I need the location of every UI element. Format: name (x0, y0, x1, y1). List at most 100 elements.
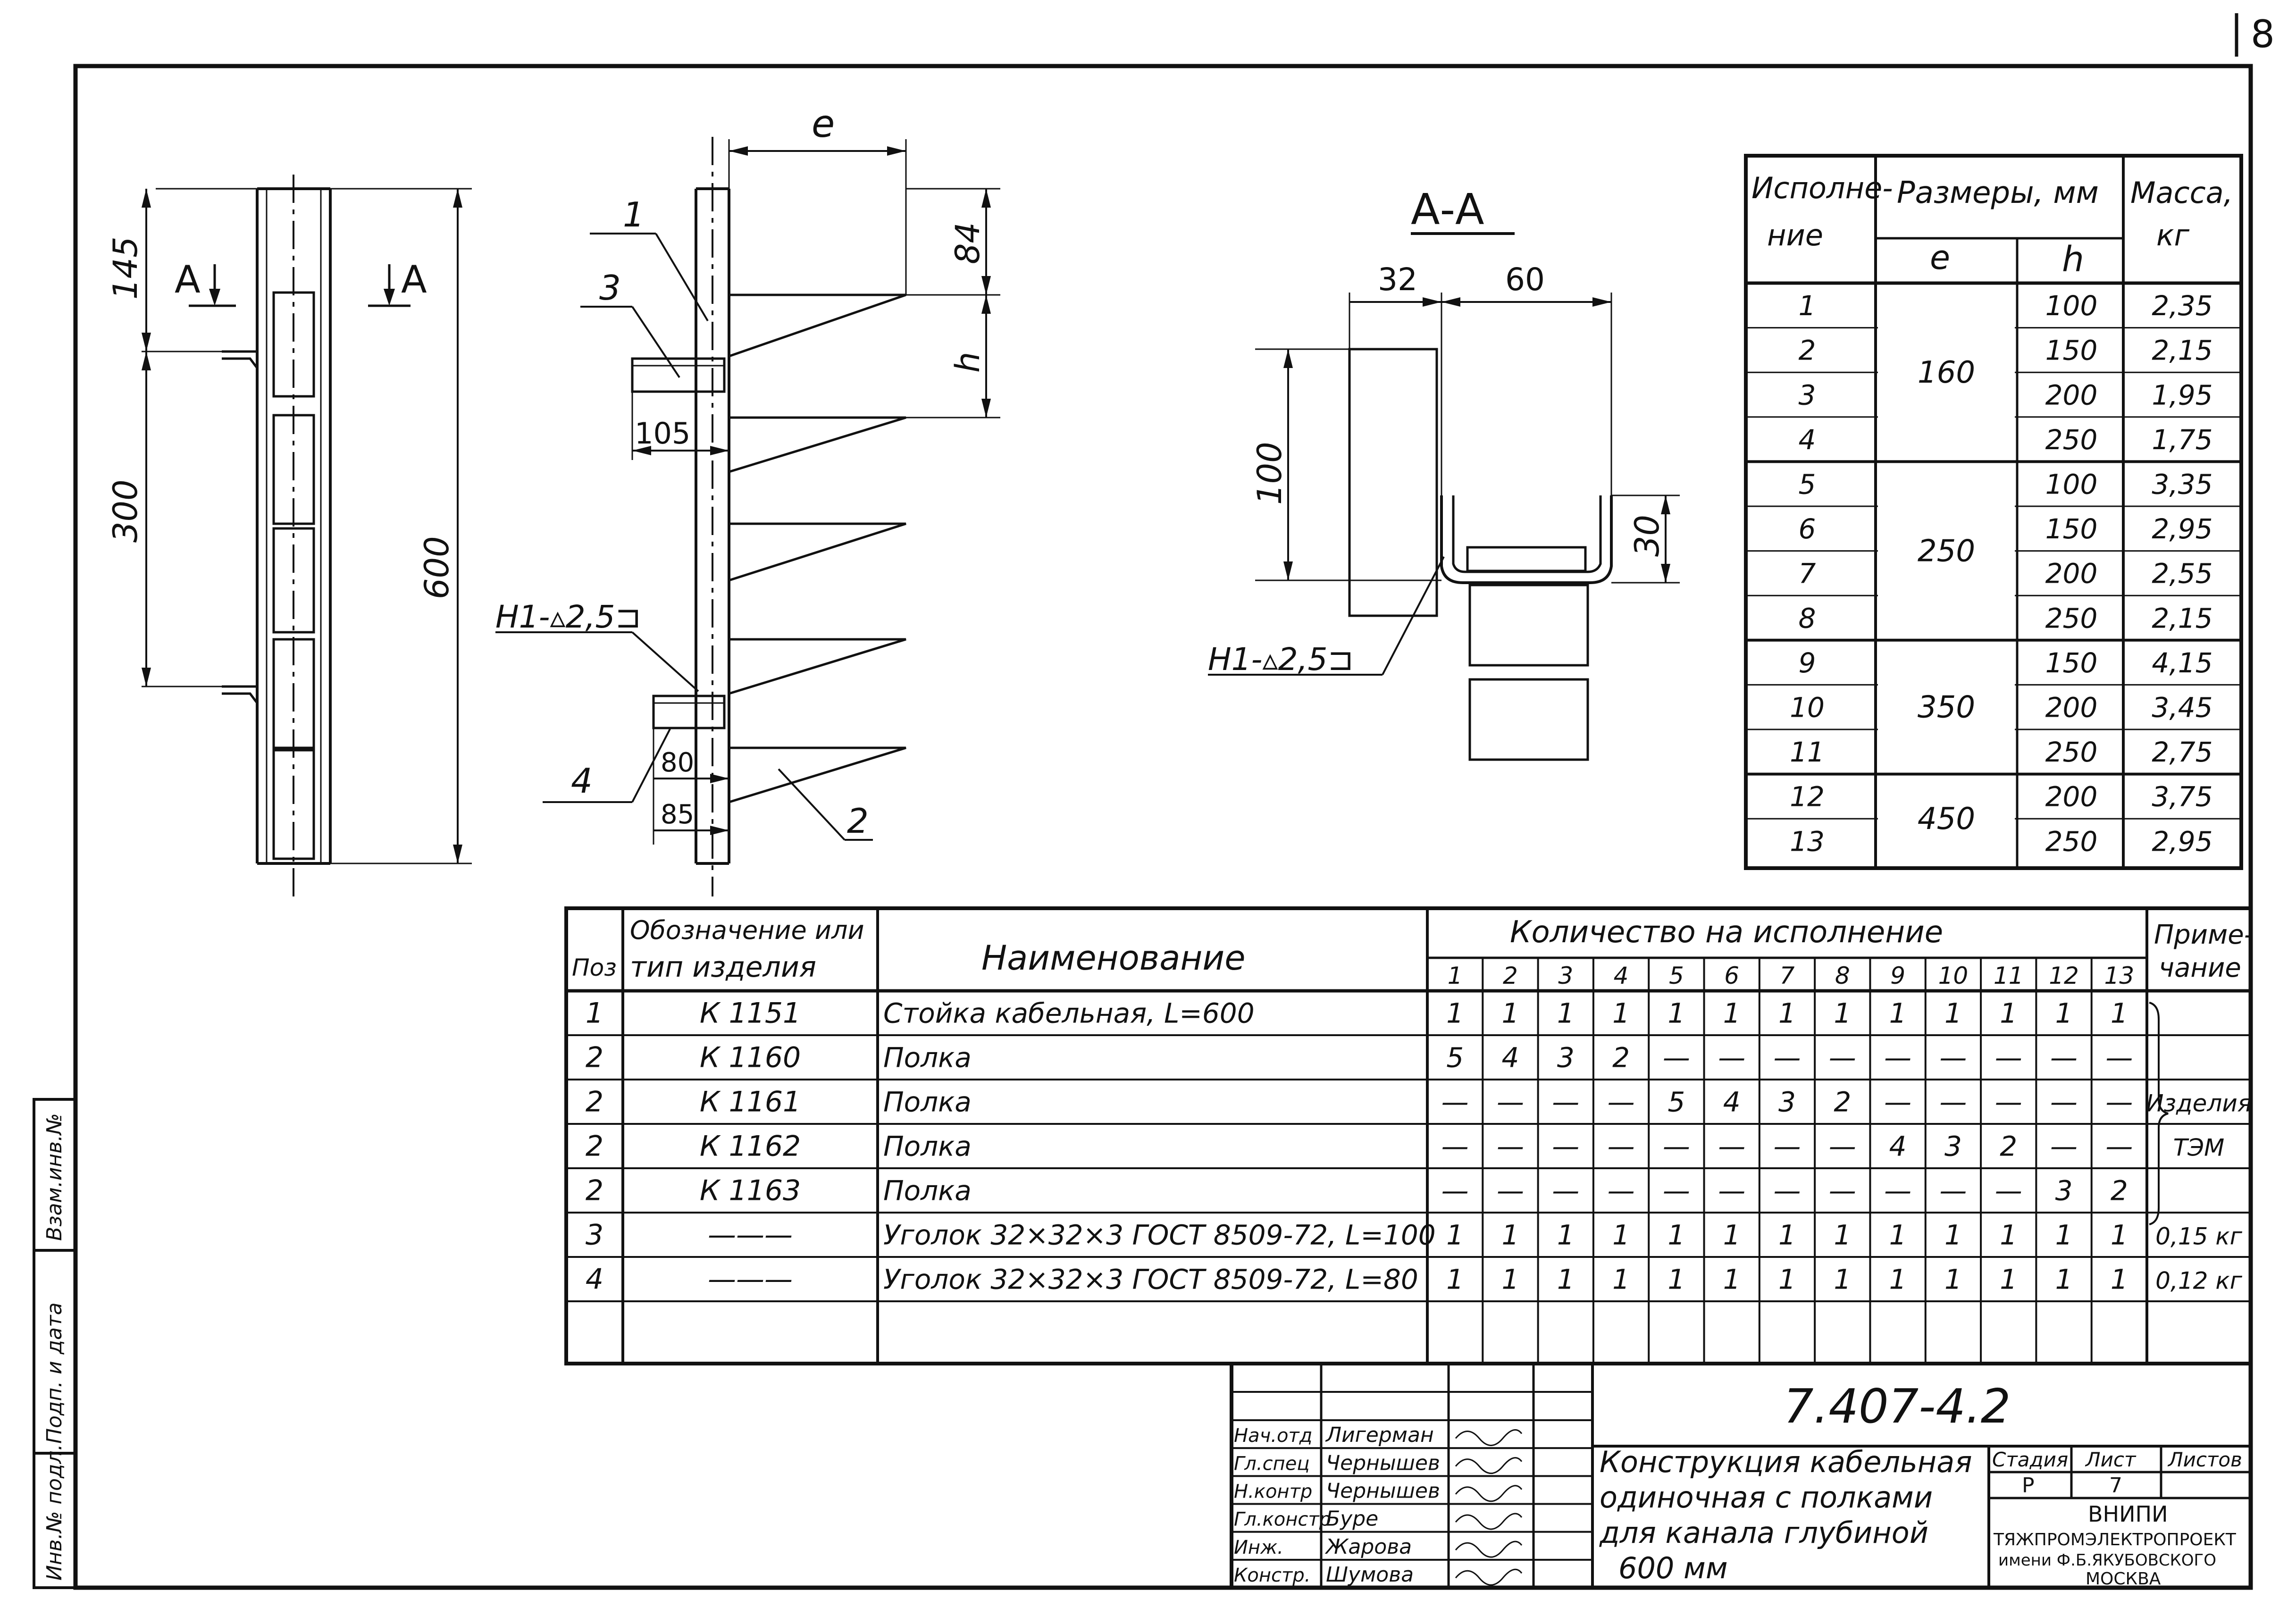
spec-cell-qty: — (1663, 1175, 1690, 1207)
section-mark-right: A (401, 258, 427, 301)
size-cell-mass: 2,95 (2152, 513, 2212, 545)
spec-cell-qty: 1 (2055, 997, 2073, 1030)
size-cell-variant: 5 (1799, 469, 1816, 501)
spec-cell-qty: — (2050, 1042, 2078, 1074)
spec-cell-designation: К 1160 (700, 1041, 801, 1074)
spec-cell-name: Стойка кабельная, L=600 (883, 997, 1255, 1030)
title-person: Жарова (1324, 1535, 1412, 1559)
size-cell-variant: 4 (1799, 424, 1816, 456)
size-cell-h: 150 (2045, 647, 2098, 679)
spec-cell-qty: 2 (1834, 1086, 1851, 1118)
size-cell-mass: 1,75 (2152, 424, 2212, 456)
spec-variant-number: 1 (1448, 962, 1463, 989)
page-number: 8 (2251, 12, 2275, 56)
title-role: Гл.констр (1234, 1509, 1331, 1531)
spec-cell-qty: 2 (1612, 1042, 1630, 1074)
spec-cell-qty: 2 (2000, 1130, 2017, 1163)
spec-variant-number: 2 (1503, 962, 1518, 989)
spec-cell-qty: 1 (1668, 1219, 1685, 1251)
size-cell-h: 200 (2045, 558, 2098, 590)
dim-e: e (812, 102, 835, 146)
spec-cell-qty: 4 (1723, 1086, 1741, 1118)
dim-84: 84 (948, 222, 987, 264)
spec-cell-qty: 1 (1834, 1219, 1851, 1251)
size-cell-variant: 11 (1790, 736, 1825, 768)
spec-variant-number: 11 (1994, 962, 2024, 989)
spec-cell-designation: К 1161 (700, 1086, 801, 1119)
spec-cell-name: Уголок 32×32×3 ГОСТ 8509-72, L=80 (883, 1264, 1418, 1296)
section-title: А-А (1411, 185, 1484, 234)
spec-cell-qty: 5 (1446, 1042, 1464, 1074)
spec-cell-qty: 1 (1502, 997, 1519, 1030)
spec-variant-number: 3 (1558, 962, 1573, 989)
size-cell-mass: 1,95 (2152, 379, 2212, 411)
spec-cell-qty: 1 (2111, 1219, 2128, 1251)
spec-cell-designation: ——— (708, 1219, 793, 1252)
spec-col-qty: Количество на исполнение (1510, 915, 1943, 950)
spec-cell-qty: — (1663, 1042, 1690, 1074)
size-cell-h: 100 (2045, 469, 2098, 501)
spec-cell-qty: — (1718, 1130, 1745, 1163)
spec-cell-note: ТЭМ (2173, 1134, 2225, 1162)
spec-cell-qty: 3 (2055, 1175, 2073, 1207)
signature (1455, 1541, 1523, 1558)
spec-cell-qty: 1 (1889, 997, 1907, 1030)
size-cell-variant: 10 (1790, 692, 1825, 724)
spec-cell-qty: 1 (1778, 997, 1796, 1030)
title-person: Чернышев (1326, 1479, 1440, 1503)
spec-cell-qty: — (2050, 1130, 2078, 1163)
spec-cell-qty: — (1829, 1130, 1856, 1163)
spec-cell-qty: — (2105, 1086, 2133, 1118)
size-cell-e: 350 (1918, 690, 1975, 725)
sheets-label: Листов (2167, 1448, 2242, 1471)
spec-cell-qty: 1 (1446, 1219, 1464, 1251)
spec-cell-qty: 1 (1723, 1264, 1741, 1296)
spec-cell-qty: 1 (1889, 1219, 1907, 1251)
spec-cell-qty: 1 (1668, 1264, 1685, 1296)
weld-note-section: Н1-▵2,5⊐ (1208, 641, 1354, 678)
spec-cell-name: Полка (883, 1175, 972, 1207)
spec-cell-qty: — (1939, 1086, 1967, 1118)
spec-variant-number: 13 (2104, 962, 2135, 989)
spec-cell-qty: — (1552, 1086, 1579, 1118)
org-line-1: ВНИПИ (2088, 1501, 2168, 1527)
size-cell-variant: 7 (1799, 558, 1816, 590)
spec-cell-qty: 1 (1723, 997, 1741, 1030)
spec-variant-number: 6 (1724, 962, 1739, 989)
spec-variant-number: 10 (1938, 962, 1969, 989)
spec-cell-designation: К 1162 (700, 1130, 801, 1163)
title-role: Констр. (1234, 1565, 1310, 1586)
spec-col-name: Наименование (981, 938, 1246, 978)
spec-cell-qty: — (1663, 1130, 1690, 1163)
dim-32: 32 (1378, 261, 1417, 298)
spec-cell-qty: 1 (1834, 997, 1851, 1030)
spec-cell-qty: 1 (1668, 997, 1685, 1030)
spec-cell-qty: 1 (1502, 1264, 1519, 1296)
org-line-4: МОСКВА (2086, 1569, 2161, 1589)
spec-cell-qty: — (1774, 1175, 1801, 1207)
spec-cell-qty: — (1774, 1130, 1801, 1163)
stage-label: Стадия (1992, 1448, 2068, 1471)
spec-cell-qty: 1 (1723, 1219, 1741, 1251)
size-cell-h: 250 (2045, 424, 2098, 456)
spec-cell-qty: 3 (1944, 1130, 1962, 1163)
signature (1455, 1485, 1523, 1502)
spec-cell-qty: — (1608, 1130, 1635, 1163)
spec-cell-qty: 1 (2000, 1264, 2017, 1296)
size-cell-variant: 2 (1799, 335, 1816, 367)
spec-cell-qty: — (1718, 1175, 1745, 1207)
size-col-mass-2: кг (2156, 218, 2189, 252)
spec-variant-number: 5 (1669, 962, 1684, 989)
spec-cell-qty: — (1497, 1086, 1524, 1118)
spec-cell-qty: 1 (2055, 1264, 2073, 1296)
size-cell-variant: 13 (1790, 825, 1825, 857)
size-cell-mass: 4,15 (2152, 647, 2212, 679)
spec-cell-pos: 2 (586, 1086, 603, 1119)
spec-cell-qty: — (1497, 1130, 1524, 1163)
size-cell-h: 250 (2045, 825, 2098, 857)
signature (1455, 1568, 1523, 1586)
